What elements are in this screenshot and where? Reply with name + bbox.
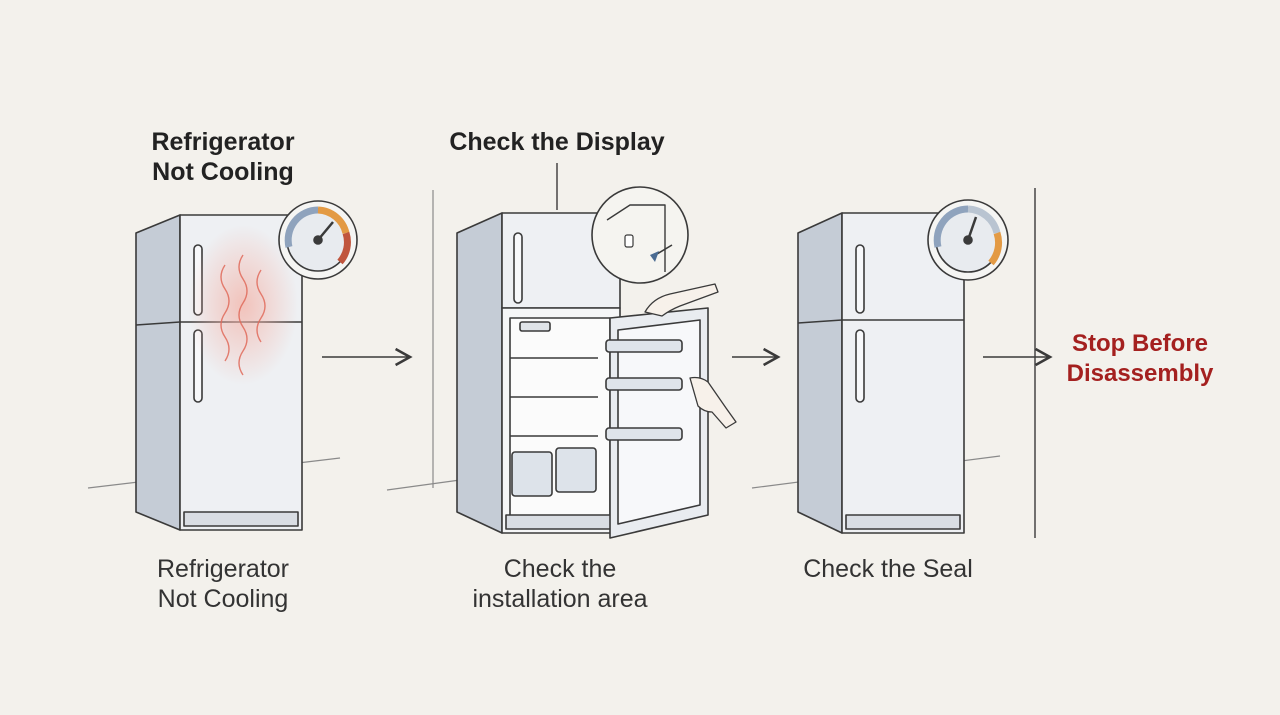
final-warning-line2: Disassembly xyxy=(1066,360,1214,387)
thermometer-gauge-icon xyxy=(927,199,1009,281)
final-warning: Stop Before Disassembly xyxy=(1067,329,1214,389)
step2-title: Check the Display xyxy=(449,127,664,157)
heat-waves-icon xyxy=(220,254,266,376)
step3-caption: Check the Seal xyxy=(803,554,973,584)
magnifier-inset-icon xyxy=(591,186,689,284)
thermometer-gauge-icon xyxy=(278,200,358,280)
step1-title: Refrigerator Not Cooling xyxy=(151,127,294,187)
step1-caption-line2: Not Cooling xyxy=(157,585,289,613)
step2-caption-line2: installation area xyxy=(472,585,648,613)
step1-caption-line1: Refrigerator xyxy=(157,555,289,583)
final-warning-line1: Stop Before xyxy=(1071,330,1209,357)
step2-caption-line1: Check the xyxy=(503,555,617,583)
step1-title-line2: Not Cooling xyxy=(152,158,294,186)
step3-caption-line1: Check the Seal xyxy=(803,555,973,583)
step2-caption: Check the installation area xyxy=(472,554,647,614)
fridge-open xyxy=(386,163,737,539)
step2-title-line1: Check the Display xyxy=(449,128,665,156)
fridge-sealed xyxy=(751,199,1009,534)
step1-title-line1: Refrigerator xyxy=(151,128,295,156)
step1-caption: Refrigerator Not Cooling xyxy=(157,554,289,614)
fridge-warm xyxy=(87,200,358,531)
hand-icon xyxy=(644,283,737,429)
